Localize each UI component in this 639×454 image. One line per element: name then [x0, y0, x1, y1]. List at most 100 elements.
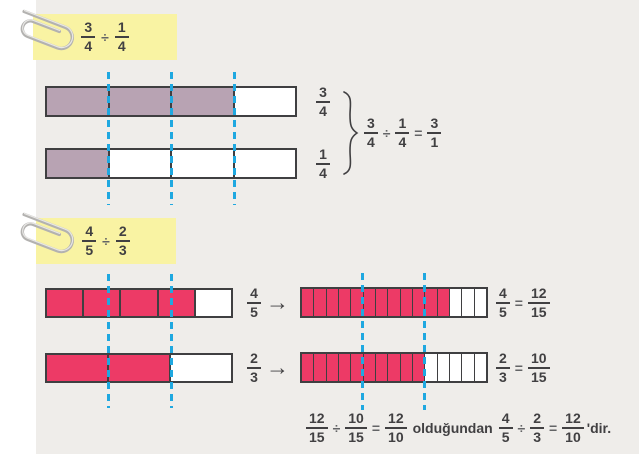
bar-cell — [169, 355, 231, 381]
fraction: 1 4 — [316, 147, 330, 180]
numerator: 1 — [114, 20, 129, 38]
numerator: 1 — [395, 116, 410, 134]
bar-cell — [374, 354, 388, 381]
numerator: 2 — [496, 351, 510, 369]
fraction: 1 4 — [395, 116, 410, 150]
equals-sign: = — [371, 420, 381, 436]
denominator: 5 — [85, 242, 94, 258]
bar-cell — [302, 354, 314, 381]
numerator: 1 — [316, 147, 330, 165]
divide-sign: ÷ — [101, 29, 109, 45]
denominator: 15 — [309, 429, 325, 445]
numerator: 4 — [247, 286, 261, 304]
bar-cell — [350, 354, 363, 381]
fraction-bar-ten-fifteenths — [300, 352, 488, 383]
dashed-guideline — [361, 273, 364, 410]
numerator: 12 — [385, 411, 407, 429]
bar-cell — [448, 354, 461, 381]
bar-cell — [119, 290, 157, 316]
connector-word: olduğundan — [412, 420, 493, 436]
equals-sign: = — [548, 420, 558, 436]
numerator: 4 — [82, 224, 97, 242]
numerator: 10 — [527, 351, 550, 369]
bar-cell — [473, 354, 486, 381]
divide-sign: ÷ — [517, 420, 526, 436]
dashed-guideline — [169, 72, 173, 205]
denominator: 4 — [84, 38, 93, 54]
equation-two-thirds: 2 3 = 10 15 — [496, 351, 550, 384]
denominator: 5 — [499, 303, 507, 320]
bar-cell — [337, 354, 351, 381]
bar-cell — [107, 355, 169, 381]
bar-cell — [350, 289, 363, 316]
numerator: 3 — [81, 20, 96, 38]
denominator: 3 — [533, 429, 541, 445]
bar-cell — [325, 289, 338, 316]
denominator: 15 — [348, 429, 364, 445]
fraction-bar-four-fifths — [45, 288, 233, 318]
fraction: 4 5 — [496, 286, 510, 319]
numerator: 10 — [345, 411, 367, 429]
fraction: 2 3 — [247, 351, 261, 384]
fraction: 12 15 — [306, 411, 328, 444]
fraction: 3 4 — [364, 116, 378, 149]
bar-cell — [399, 354, 412, 381]
fraction: 10 15 — [527, 351, 550, 385]
fraction-bar-two-thirds — [45, 353, 233, 383]
suffix-text: 'dir. — [586, 420, 612, 436]
bar-cell — [436, 289, 449, 316]
note-expression: 3 4 ÷ 1 4 — [81, 20, 129, 54]
numerator: 12 — [527, 286, 550, 304]
denominator: 3 — [118, 242, 127, 258]
bar-cell — [399, 289, 412, 316]
fraction: 2 3 — [115, 224, 130, 258]
dashed-guideline — [106, 72, 110, 205]
bar-cell — [232, 88, 296, 115]
fraction: 2 3 — [530, 411, 544, 444]
bar-cell — [362, 289, 375, 316]
divide-sign: ÷ — [382, 125, 391, 141]
bar-cell — [107, 88, 170, 115]
bar-cell — [411, 354, 425, 381]
numerator: 4 — [496, 286, 510, 304]
fraction: 2 3 — [496, 351, 510, 384]
dashed-guideline — [106, 274, 110, 408]
bar-cell — [47, 88, 108, 115]
equation-four-fifths: 4 5 = 12 15 — [496, 286, 550, 319]
equals-sign: = — [514, 359, 523, 376]
denominator: 4 — [117, 38, 126, 54]
curly-brace-icon — [343, 91, 359, 175]
bar-cell — [47, 150, 108, 177]
bar-label: 1 4 — [308, 147, 338, 180]
bar-cell — [461, 289, 473, 316]
paperclip-icon — [20, 212, 74, 254]
bar-cell — [47, 290, 83, 316]
denominator: 1 — [430, 134, 439, 150]
bar-cell — [47, 355, 107, 381]
bar-cell — [325, 354, 338, 381]
denominator: 4 — [367, 134, 375, 150]
bar-cell — [170, 88, 233, 115]
bar-label: 4 5 — [241, 286, 267, 319]
denominator: 4 — [398, 134, 407, 150]
numerator: 12 — [306, 411, 328, 429]
fraction: 12 10 — [562, 411, 584, 444]
conclusion-equation: 12 15 ÷ 10 15 = 12 10 olduğundan 4 5 ÷ 2… — [306, 410, 611, 446]
fraction: 4 5 — [82, 224, 97, 258]
bar-cell — [107, 150, 171, 177]
bar-cell — [424, 289, 437, 316]
fraction: 4 5 — [498, 411, 513, 444]
divide-sign: ÷ — [332, 420, 341, 436]
bar-cell — [387, 354, 400, 381]
dashed-guideline — [423, 273, 426, 410]
denominator: 15 — [530, 368, 547, 385]
bar-cell — [232, 150, 296, 177]
bar-cell — [411, 289, 425, 316]
denominator: 10 — [388, 429, 404, 445]
denominator: 4 — [319, 164, 327, 181]
paperclip-icon — [20, 9, 74, 51]
bar-cell — [473, 289, 486, 316]
denominator: 15 — [530, 303, 547, 320]
numerator: 2 — [115, 224, 130, 242]
